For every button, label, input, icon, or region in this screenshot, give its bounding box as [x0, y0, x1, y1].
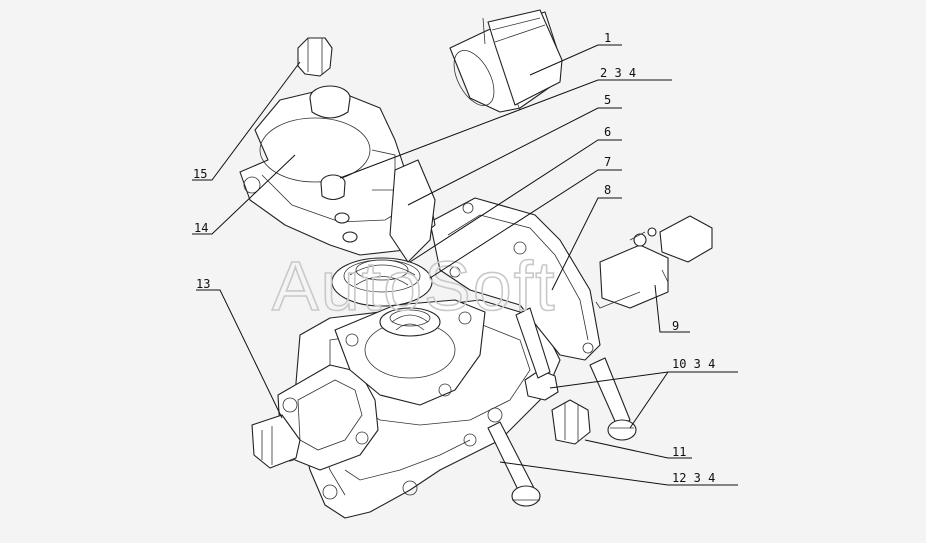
drain-plug: [251, 414, 301, 469]
callout-2: 2 3 4: [339, 66, 672, 179]
outlet-gasket: [334, 299, 486, 406]
callout-5-label: 5: [604, 93, 611, 107]
callout-10: 10 3 4: [549, 357, 738, 429]
bolt-11: [551, 399, 591, 445]
callout-6-label: 6: [604, 125, 611, 139]
callout-8-label: 8: [604, 183, 611, 197]
callout-11-label: 11: [672, 445, 686, 459]
callout-7: 7: [429, 155, 622, 279]
callout-1: 1: [529, 31, 622, 76]
callout-15: 15: [192, 61, 301, 181]
thermostat-spring: [379, 307, 441, 337]
callout-8: 8: [551, 183, 622, 291]
callout-14: 14: [192, 154, 296, 235]
callout-13-label: 13: [196, 277, 210, 291]
bolt-15: [297, 37, 333, 77]
temperature-sensor: [595, 215, 713, 309]
side-cover-plate: [429, 197, 601, 361]
callout-9-label: 9: [672, 319, 679, 333]
callout-13: 13: [196, 277, 283, 419]
callout-6: 6: [409, 125, 622, 263]
callout-12-label: 12 3 4: [672, 471, 715, 485]
callout-5: 5: [407, 93, 622, 206]
thermostat: [331, 257, 433, 307]
cover-bolt-upper: [309, 85, 351, 119]
callout-10-label: 10 3 4: [672, 357, 715, 371]
callout-2-label: 2 3 4: [600, 66, 636, 80]
hose: [487, 9, 563, 106]
long-bolt-10: [515, 307, 637, 441]
callout-14-label: 14: [194, 221, 208, 235]
long-bolt-12: [487, 421, 541, 507]
callout-15-label: 15: [193, 167, 207, 181]
callout-11: 11: [584, 439, 692, 459]
cover-bolt-lower: [320, 174, 358, 243]
callout-9: 9: [654, 284, 690, 333]
bypass-tube: [389, 159, 436, 263]
callout-7-label: 7: [604, 155, 611, 169]
callout-1-label: 1: [604, 31, 611, 45]
callout-12: 12 3 4: [499, 461, 738, 486]
